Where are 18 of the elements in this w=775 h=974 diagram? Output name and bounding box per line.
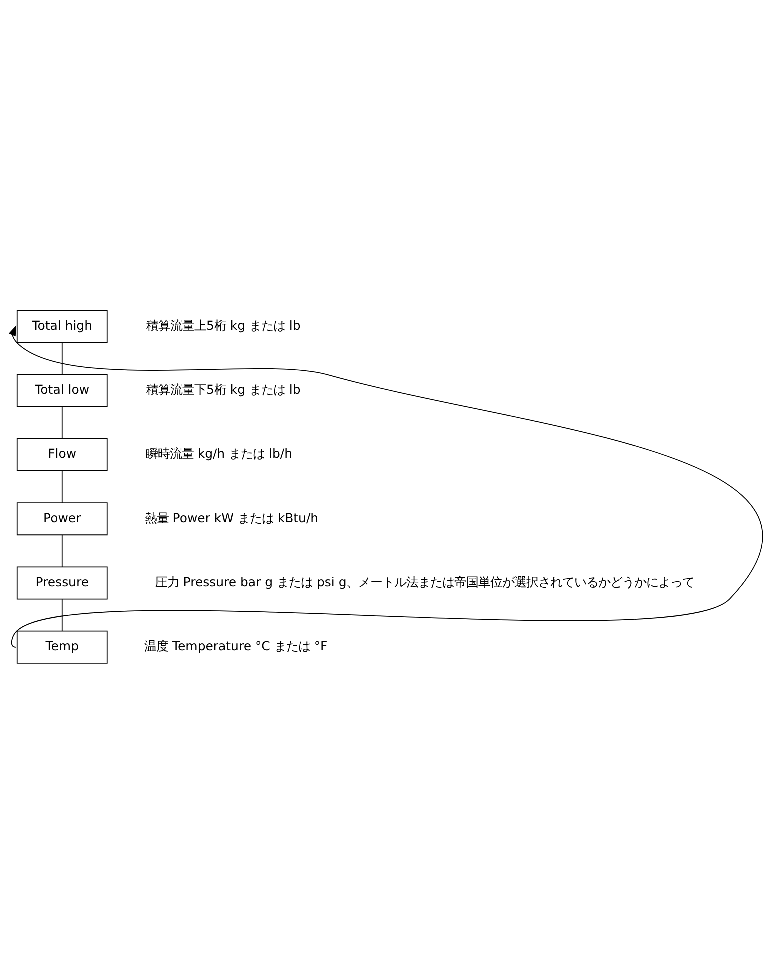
node-label: 瞬時流量 kg/h または lb/h (146, 446, 293, 462)
node-label: 温度 Temperature °C または °F (144, 638, 328, 654)
arrow (8, 325, 764, 648)
node-box: Flow (16, 438, 108, 472)
connector (62, 534, 63, 568)
connector (62, 599, 63, 632)
connector (62, 470, 63, 504)
node-box: Temp (16, 630, 108, 664)
connector (62, 406, 63, 440)
node-box: Power (16, 502, 108, 536)
node-label: 圧力 Pressure bar g または psi g、メートル法または帝国単位が選択されているかどうかによって (155, 574, 695, 590)
node-box: Pressure (16, 566, 108, 600)
node-box: Total high (16, 310, 108, 344)
node-label: 積算流量下5桁 kg または lb (146, 382, 301, 398)
node-label: 積算流量上5桁 kg または lb (146, 318, 301, 333)
node-label: 熱量 Power kW または kBtu/h (144, 510, 319, 526)
node-box: Total low (16, 374, 108, 408)
connector (62, 342, 63, 376)
